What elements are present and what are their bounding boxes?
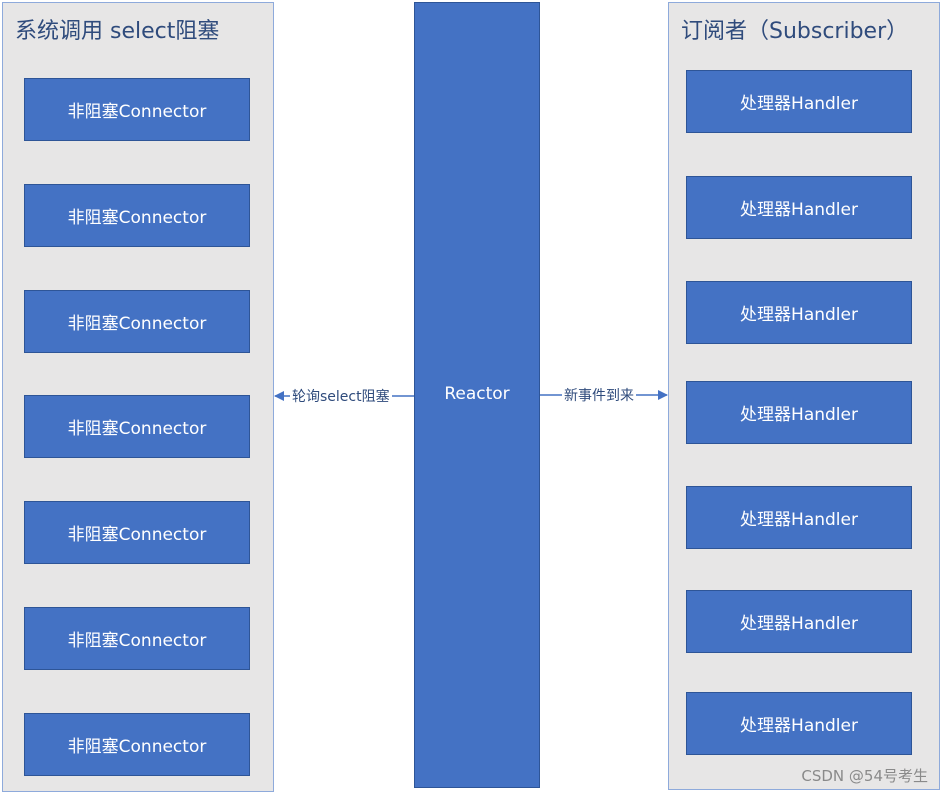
connector-box-5: 非阻塞Connector bbox=[24, 501, 250, 564]
connector-box-6: 非阻塞Connector bbox=[24, 607, 250, 670]
left-panel-title: 系统调用 select阻塞 bbox=[15, 19, 220, 44]
connector-box-2: 非阻塞Connector bbox=[24, 184, 250, 247]
connector-box-1: 非阻塞Connector bbox=[24, 78, 250, 141]
handler-box-2: 处理器Handler bbox=[686, 176, 912, 239]
handler-box-5: 处理器Handler bbox=[686, 486, 912, 549]
handler-box-1: 处理器Handler bbox=[686, 70, 912, 133]
handler-box-6: 处理器Handler bbox=[686, 590, 912, 653]
handler-box-7: 处理器Handler bbox=[686, 692, 912, 755]
handler-box-4: 处理器Handler bbox=[686, 381, 912, 444]
connector-box-3: 非阻塞Connector bbox=[24, 290, 250, 353]
connector-box-4: 非阻塞Connector bbox=[24, 395, 250, 458]
reactor-column bbox=[414, 2, 540, 788]
watermark-text: CSDN @54号考生 bbox=[801, 767, 928, 785]
reactor-label: Reactor bbox=[444, 384, 510, 404]
right-panel-title: 订阅者（Subscriber） bbox=[681, 19, 909, 44]
arrow-poll-select-label: 轮询select阻塞 bbox=[290, 386, 392, 406]
handler-box-3: 处理器Handler bbox=[686, 281, 912, 344]
connector-box-7: 非阻塞Connector bbox=[24, 713, 250, 776]
arrow-new-event-label: 新事件到来 bbox=[562, 385, 636, 405]
